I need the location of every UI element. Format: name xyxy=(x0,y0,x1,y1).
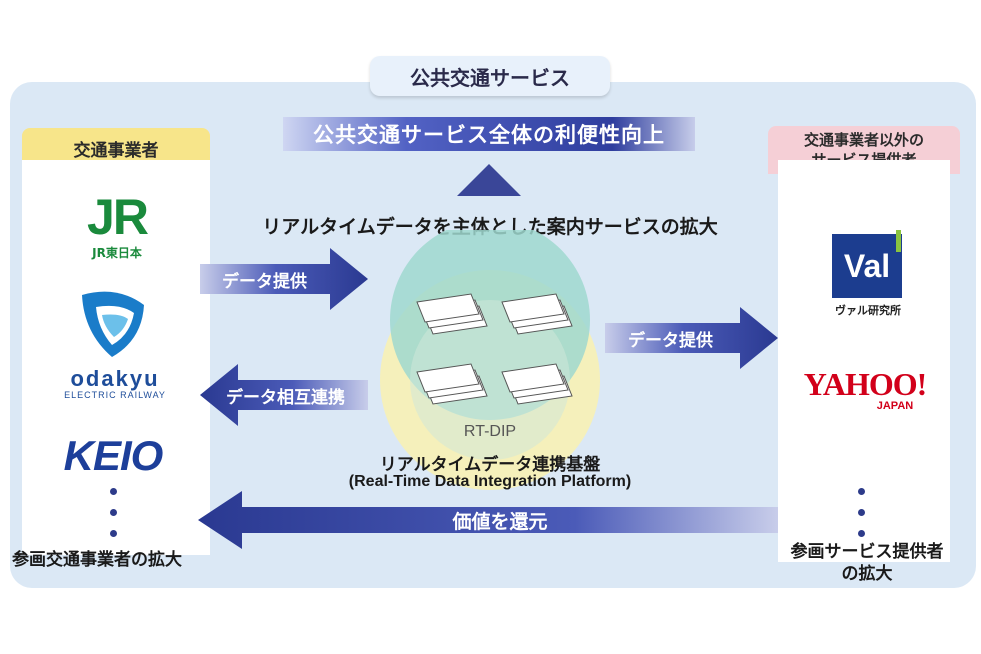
up-triangle-icon xyxy=(457,164,521,196)
val-logo-sub: ヴァル研究所 xyxy=(835,304,901,317)
right-column xyxy=(778,160,950,562)
left-mutual-arrow xyxy=(200,364,368,426)
val-logo-box: Val xyxy=(832,234,902,298)
odakyu-logo: odakyu xyxy=(70,366,160,391)
left-footer: 参画交通事業者の拡大 xyxy=(12,550,182,570)
jr-logo-sub: JR東日本 xyxy=(92,246,142,260)
right-provide-label: データ提供 xyxy=(628,330,713,351)
jr-logo: JR xyxy=(87,189,149,245)
right-footer: 参画サービス提供者 の拡大 xyxy=(790,542,944,584)
yahoo-logo-sub: JAPAN xyxy=(876,400,914,412)
val-accent-bar xyxy=(896,230,901,252)
subtitle: リアルタイムデータを主体とした案内サービスの拡大 xyxy=(262,216,718,238)
value-return-label: 価値を還元 xyxy=(452,510,548,533)
left-ellipsis-dots xyxy=(110,488,117,551)
left-provide-arrow xyxy=(200,248,368,310)
odakyu-logo-sub: ELECTRIC RAILWAY xyxy=(64,390,166,400)
val-logo: Val xyxy=(843,247,891,284)
left-provide-label: データ提供 xyxy=(222,271,307,292)
right-provide-arrow xyxy=(605,307,778,369)
platform-name-jp: リアルタイムデータ連携基盤 xyxy=(379,455,601,475)
top-title: 公共交通サービス xyxy=(370,56,610,96)
documents-icon xyxy=(416,293,573,405)
left-mutual-label: データ相互連携 xyxy=(226,387,345,408)
platform-short-label: RT-DIP xyxy=(463,423,517,440)
banner-title: 公共交通サービス全体の利便性向上 xyxy=(283,117,695,151)
yahoo-logo: YAHOO! xyxy=(803,366,928,402)
right-ellipsis-dots xyxy=(858,488,865,551)
keio-logo: KEIO xyxy=(63,432,164,479)
value-return-arrow xyxy=(198,491,778,549)
odakyu-emblem-icon xyxy=(82,291,144,357)
platform-name-en: (Real-Time Data Integration Platform) xyxy=(348,473,632,490)
